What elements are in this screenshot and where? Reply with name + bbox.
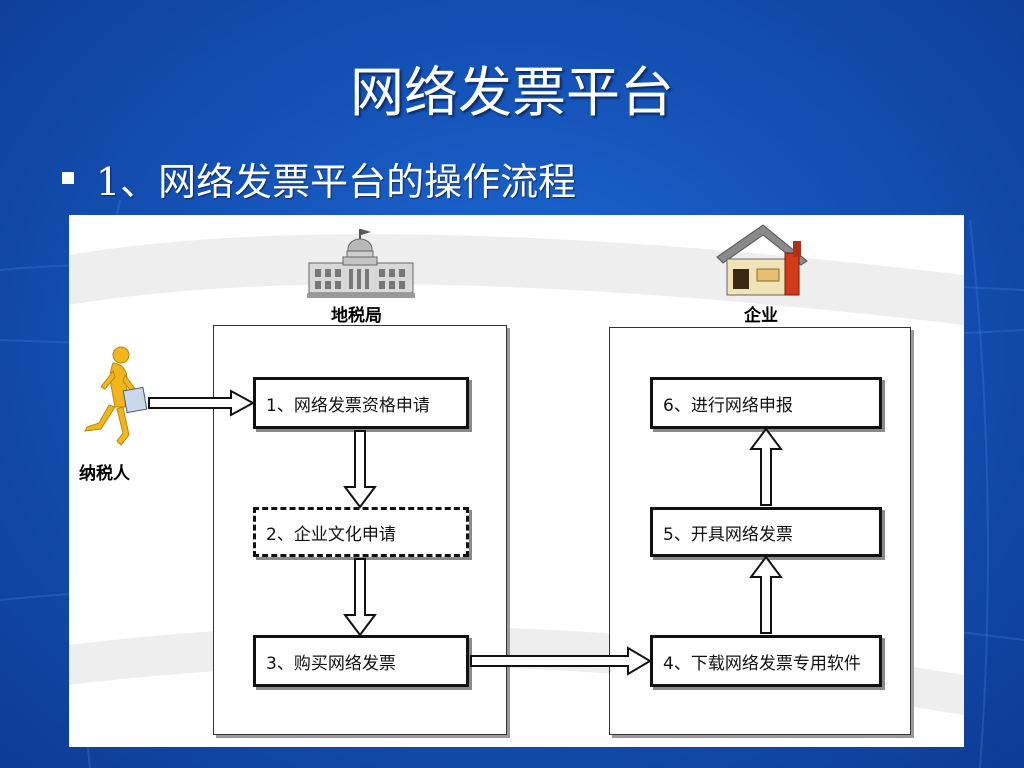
step-6-box: 6、进行网络申报 xyxy=(650,377,882,429)
bullet-square-icon xyxy=(62,172,74,184)
tax-bureau-building-icon xyxy=(307,229,415,298)
taxpayer-figure-icon xyxy=(84,346,148,446)
taxpayer-label: 纳税人 xyxy=(79,464,130,484)
bullet-item: 1、网络发票平台的操作流程 xyxy=(62,152,576,204)
step-3-box: 3、购买网络发票 xyxy=(253,635,469,687)
step-4-box: 4、下载网络发票专用软件 xyxy=(650,635,882,687)
flow-diagram: 地税局 企业 纳税人 1、网络发票资格申请 2、企业文化申请 3、购买网络发票 … xyxy=(69,215,964,747)
step-2-box: 2、企业文化申请 xyxy=(253,507,469,557)
tax-bureau-label: 地税局 xyxy=(331,306,382,326)
step-5-box: 5、开具网络发票 xyxy=(650,507,882,557)
slide-title: 网络发票平台 xyxy=(350,61,674,124)
bullet-text: 1、网络发票平台的操作流程 xyxy=(96,159,577,204)
step-1-box: 1、网络发票资格申请 xyxy=(253,377,469,429)
enterprise-label: 企业 xyxy=(744,306,778,326)
enterprise-house-icon xyxy=(716,224,808,296)
